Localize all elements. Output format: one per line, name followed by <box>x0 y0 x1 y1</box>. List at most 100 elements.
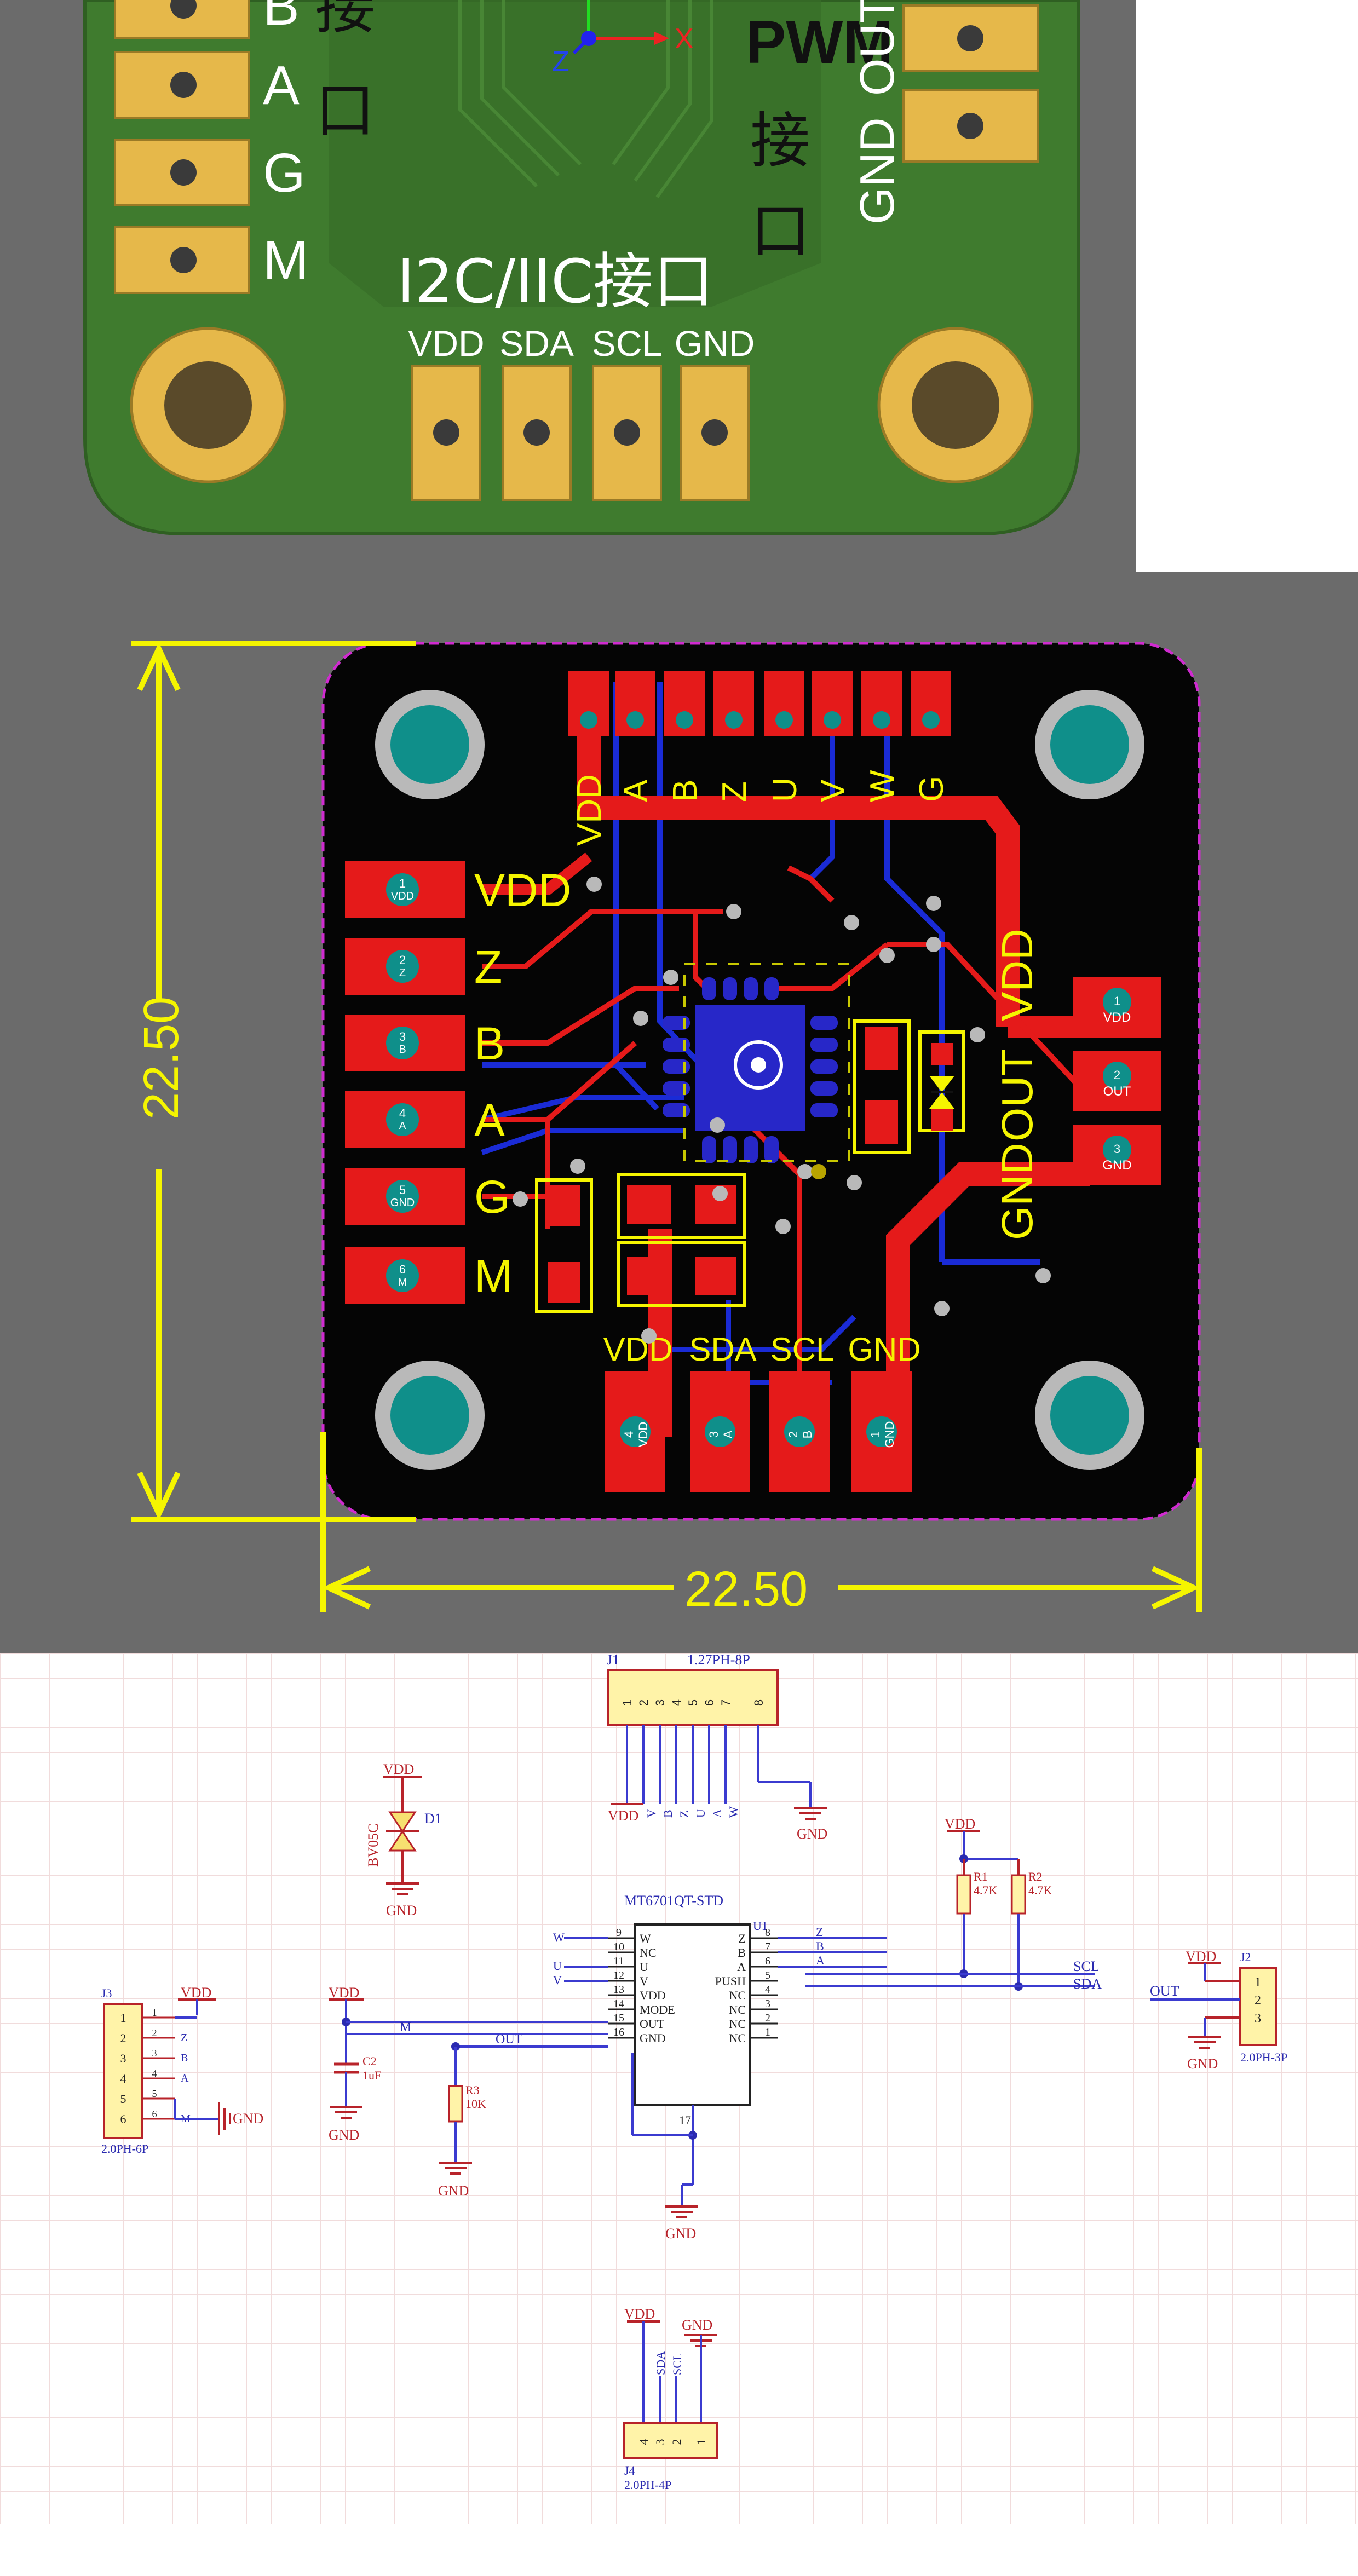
ic-left-pin-name: U <box>640 1960 648 1974</box>
pwm-port-label-top: 接 <box>750 106 810 176</box>
dimension-lines <box>131 641 1202 1612</box>
i2c-title: I2C/IIC接口 <box>397 246 713 316</box>
c2-silk <box>853 1019 911 1154</box>
j2-gnd-label: GND <box>1187 2056 1218 2072</box>
net-sda: SDA <box>1073 1976 1102 1992</box>
left-pad-number: 5 <box>399 1183 406 1197</box>
ic-left-pin-name: GND <box>640 2031 666 2045</box>
d1-triangle-bottom <box>388 1830 417 1852</box>
j3-net-a: A <box>181 2072 189 2084</box>
r1-value: 4.7K <box>974 1883 998 1897</box>
ic-right-pin-number: 7 <box>765 1941 770 1953</box>
j1-body <box>607 1669 779 1726</box>
ic-right-pin-name: B <box>738 1946 746 1960</box>
r2-ref: R2 <box>1028 1870 1043 1883</box>
dim-arrow-left <box>322 1566 371 1610</box>
bottom-pad-number: 4 <box>622 1431 636 1438</box>
j1-pin-number: 1 <box>620 1699 634 1706</box>
ic-right-pin-number: 2 <box>765 2012 770 2024</box>
j3-pin-lead-number: 5 <box>152 2088 157 2099</box>
d1-gnd-label: GND <box>386 1903 417 1918</box>
ic-gnd-label: GND <box>665 2226 696 2241</box>
j3-net-z: Z <box>181 2032 187 2044</box>
bottom-pad-hole <box>620 1416 651 1447</box>
right-pad-hole <box>1103 1062 1131 1090</box>
j4-net-scl: SCL <box>670 2353 684 2375</box>
left-pin-label-g: G <box>474 1171 510 1223</box>
c2-gnd-label: GND <box>329 2127 359 2143</box>
axis-origin <box>581 31 596 46</box>
pwm-label: PWM <box>746 9 893 76</box>
ic-pad <box>695 1005 805 1131</box>
ic-footprint <box>663 963 850 1163</box>
r2-value: 4.7K <box>1028 1883 1052 1897</box>
d1-gnd-symbol <box>386 1882 419 1895</box>
j3-pin-number: 1 <box>120 2011 126 2025</box>
left-pad-number: 4 <box>399 1107 406 1120</box>
left-pad-net: Z <box>399 967 406 979</box>
j1-gnd-label: GND <box>797 1826 827 1842</box>
j2-value: 2.0PH-3P <box>1240 2050 1287 2064</box>
left-pad-number: 6 <box>399 1263 406 1276</box>
mount-hole-tr <box>1050 705 1129 784</box>
top-header-pad-hole <box>725 711 743 729</box>
bottom-pad-hole <box>866 1416 897 1447</box>
bottom-pad-hole <box>784 1416 815 1447</box>
mount-hole-right <box>912 361 999 449</box>
c2-vdd-label: VDD <box>329 1985 359 2001</box>
axis-x-arrow <box>654 32 669 45</box>
via-gold <box>811 1164 826 1179</box>
j3-pin-lead-number: 3 <box>152 2048 157 2059</box>
j4-vdd-label: VDD <box>624 2306 655 2322</box>
left-header-label-m: M <box>263 230 308 291</box>
mount-hole-tl <box>390 705 469 784</box>
top-header-label-a: A <box>617 779 655 802</box>
j3-pin-number: 4 <box>120 2072 126 2085</box>
left-header-pad-hole <box>170 159 197 186</box>
left-port-label-top: 接 <box>315 0 375 42</box>
ic-right-pin-name: Z <box>739 1932 746 1945</box>
left-pad-net: M <box>398 1276 407 1288</box>
top-header-label-v: V <box>814 779 852 802</box>
ic-gnd-symbol <box>665 2205 698 2218</box>
right-pad-hole <box>1103 988 1131 1016</box>
left-port-label-bottom: 口 <box>315 76 375 146</box>
j4-ref: J4 <box>624 2464 635 2477</box>
ic-left-pin-name: V <box>640 1974 648 1988</box>
d1-tvs-diode: VDD D1 BV05C GND <box>365 1761 442 1918</box>
r2-body <box>1011 1874 1026 1915</box>
pcb-inner-area <box>329 0 821 307</box>
j3-pin-lead-number: 1 <box>152 2007 157 2018</box>
left-pad-hole <box>386 1259 419 1292</box>
ic-left-pin-number: 12 <box>613 1969 624 1981</box>
j4-gnd-label: GND <box>682 2317 712 2333</box>
mount-holes-2d <box>375 690 1144 1470</box>
bottom-pad-number: 1 <box>868 1431 882 1438</box>
dim-arrow-up <box>137 642 181 691</box>
ic-left-net-w: W <box>553 1930 565 1944</box>
mount-hole-left <box>164 361 252 449</box>
top-header-pad-hole <box>676 711 693 729</box>
left-header-label-b: B <box>263 0 300 37</box>
right-pad-net: GND <box>1102 1158 1131 1173</box>
bottom-label-vdd: VDD <box>603 1331 673 1368</box>
ic-right-pin-name: PUSH <box>715 1974 746 1988</box>
net-m: M <box>400 2020 411 2035</box>
bottom-pad-number: 2 <box>786 1431 800 1438</box>
ic-left-pin-name: VDD <box>640 1989 666 2002</box>
j2-ref: J2 <box>1240 1950 1251 1964</box>
j2-pin-number: 3 <box>1255 2012 1261 2026</box>
right-pin-label-gnd: GND <box>993 1143 1041 1240</box>
r-vdd-label: VDD <box>945 1816 975 1832</box>
i2c-pad-hole <box>701 419 728 446</box>
diode-symbol <box>929 1076 954 1109</box>
mount-hole-bl <box>390 1376 469 1455</box>
j1-pin-number: 7 <box>719 1699 733 1706</box>
j1-net-v: V <box>645 1809 658 1818</box>
axis-gizmo: X Z <box>552 0 694 78</box>
left-pin-label-vdd: VDD <box>474 865 571 916</box>
